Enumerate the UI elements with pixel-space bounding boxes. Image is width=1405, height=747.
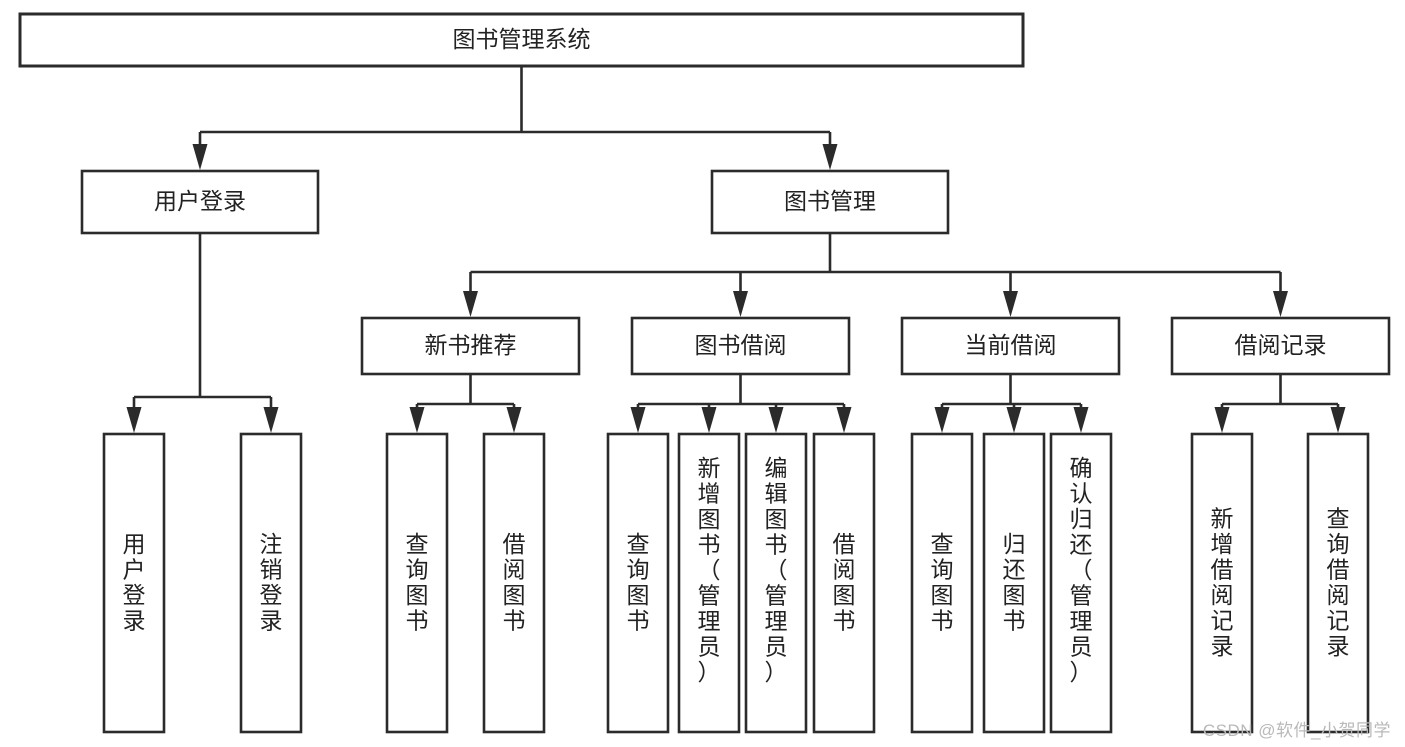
node-box[interactable] bbox=[239, 432, 303, 734]
node-label: 图书管理系统 bbox=[453, 26, 591, 52]
node-l4-10[interactable]: 确认归还（管理员） bbox=[1049, 432, 1113, 734]
node-label: 确认归还（管理员） bbox=[1070, 455, 1093, 685]
arrow-head-icon bbox=[263, 407, 279, 433]
node-label: 归还图书 bbox=[1003, 531, 1026, 634]
arrow-head-icon bbox=[409, 407, 425, 433]
node-root[interactable]: 图书管理系统 bbox=[18, 12, 1025, 68]
node-box[interactable] bbox=[385, 432, 449, 734]
arrow-head-icon bbox=[1330, 407, 1346, 433]
node-label: 借阅记录 bbox=[1235, 332, 1327, 358]
node-label: 新书推荐 bbox=[425, 332, 517, 358]
node-label: 用户登录 bbox=[123, 531, 146, 634]
node-label: 借阅图书 bbox=[833, 531, 856, 634]
arrow-head-icon bbox=[1073, 407, 1089, 433]
node-box[interactable] bbox=[18, 12, 1025, 68]
node-box[interactable] bbox=[1190, 432, 1254, 734]
node-box[interactable] bbox=[1049, 432, 1113, 734]
node-box[interactable] bbox=[1170, 316, 1391, 376]
node-box[interactable] bbox=[1306, 432, 1370, 734]
node-l3-1[interactable]: 图书借阅 bbox=[630, 316, 851, 376]
edges-layer bbox=[126, 66, 1346, 433]
node-l3-0[interactable]: 新书推荐 bbox=[360, 316, 581, 376]
node-box[interactable] bbox=[744, 432, 808, 734]
node-l4-2[interactable]: 查询图书 bbox=[385, 432, 449, 734]
arrow-head-icon bbox=[1214, 407, 1230, 433]
node-l4-12[interactable]: 查询借阅记录 bbox=[1306, 432, 1370, 734]
arrow-head-icon bbox=[192, 144, 208, 170]
node-label: 查询图书 bbox=[627, 531, 650, 634]
node-box[interactable] bbox=[80, 169, 320, 235]
node-label: 新增图书（管理员） bbox=[698, 455, 721, 685]
node-l4-0[interactable]: 用户登录 bbox=[102, 432, 166, 734]
arrow-head-icon bbox=[1003, 291, 1018, 317]
arrow-head-icon bbox=[934, 407, 950, 433]
node-label: 图书借阅 bbox=[695, 332, 787, 358]
node-l4-9[interactable]: 归还图书 bbox=[982, 432, 1046, 734]
node-box[interactable] bbox=[710, 169, 950, 235]
arrow-head-icon bbox=[822, 144, 838, 170]
node-label: 用户登录 bbox=[154, 188, 246, 214]
node-label: 查询借阅记录 bbox=[1327, 505, 1350, 659]
node-box[interactable] bbox=[606, 432, 670, 734]
node-label: 查询图书 bbox=[931, 531, 954, 634]
node-box[interactable] bbox=[482, 432, 546, 734]
arrow-head-icon bbox=[733, 291, 748, 317]
node-l4-8[interactable]: 查询图书 bbox=[910, 432, 974, 734]
node-label: 查询图书 bbox=[406, 531, 429, 634]
arrow-head-icon bbox=[630, 407, 646, 433]
node-l4-7[interactable]: 借阅图书 bbox=[812, 432, 876, 734]
node-l4-11[interactable]: 新增借阅记录 bbox=[1190, 432, 1254, 734]
node-label: 图书管理 bbox=[784, 188, 876, 214]
node-label: 编辑图书（管理员） bbox=[765, 455, 788, 685]
node-l4-4[interactable]: 查询图书 bbox=[606, 432, 670, 734]
arrow-head-icon bbox=[701, 407, 717, 433]
node-l2-0[interactable]: 用户登录 bbox=[80, 169, 320, 235]
node-label: 新增借阅记录 bbox=[1211, 505, 1234, 659]
node-l3-2[interactable]: 当前借阅 bbox=[900, 316, 1121, 376]
node-l4-1[interactable]: 注销登录 bbox=[239, 432, 303, 734]
node-box[interactable] bbox=[360, 316, 581, 376]
arrow-head-icon bbox=[768, 407, 784, 433]
node-box[interactable] bbox=[900, 316, 1121, 376]
node-box[interactable] bbox=[102, 432, 166, 734]
node-box[interactable] bbox=[630, 316, 851, 376]
node-l4-6[interactable]: 编辑图书（管理员） bbox=[744, 432, 808, 734]
node-label: 注销登录 bbox=[260, 531, 283, 634]
arrow-head-icon bbox=[506, 407, 522, 433]
node-label: 当前借阅 bbox=[965, 332, 1057, 358]
node-l4-5[interactable]: 新增图书（管理员） bbox=[677, 432, 741, 734]
node-box[interactable] bbox=[982, 432, 1046, 734]
nodes-layer: 图书管理系统用户登录图书管理新书推荐图书借阅当前借阅借阅记录用户登录注销登录查询… bbox=[18, 12, 1391, 734]
watermark-label: CSDN @软件_小贺同学 bbox=[1202, 721, 1391, 740]
arrow-head-icon bbox=[1006, 407, 1022, 433]
arrow-head-icon bbox=[836, 407, 852, 433]
node-box[interactable] bbox=[910, 432, 974, 734]
node-l4-3[interactable]: 借阅图书 bbox=[482, 432, 546, 734]
node-label: 借阅图书 bbox=[503, 531, 526, 634]
node-l2-1[interactable]: 图书管理 bbox=[710, 169, 950, 235]
arrow-head-icon bbox=[126, 407, 142, 433]
arrow-head-icon bbox=[1273, 291, 1288, 317]
arrow-head-icon bbox=[463, 291, 478, 317]
node-box[interactable] bbox=[812, 432, 876, 734]
node-box[interactable] bbox=[677, 432, 741, 734]
node-l3-3[interactable]: 借阅记录 bbox=[1170, 316, 1391, 376]
